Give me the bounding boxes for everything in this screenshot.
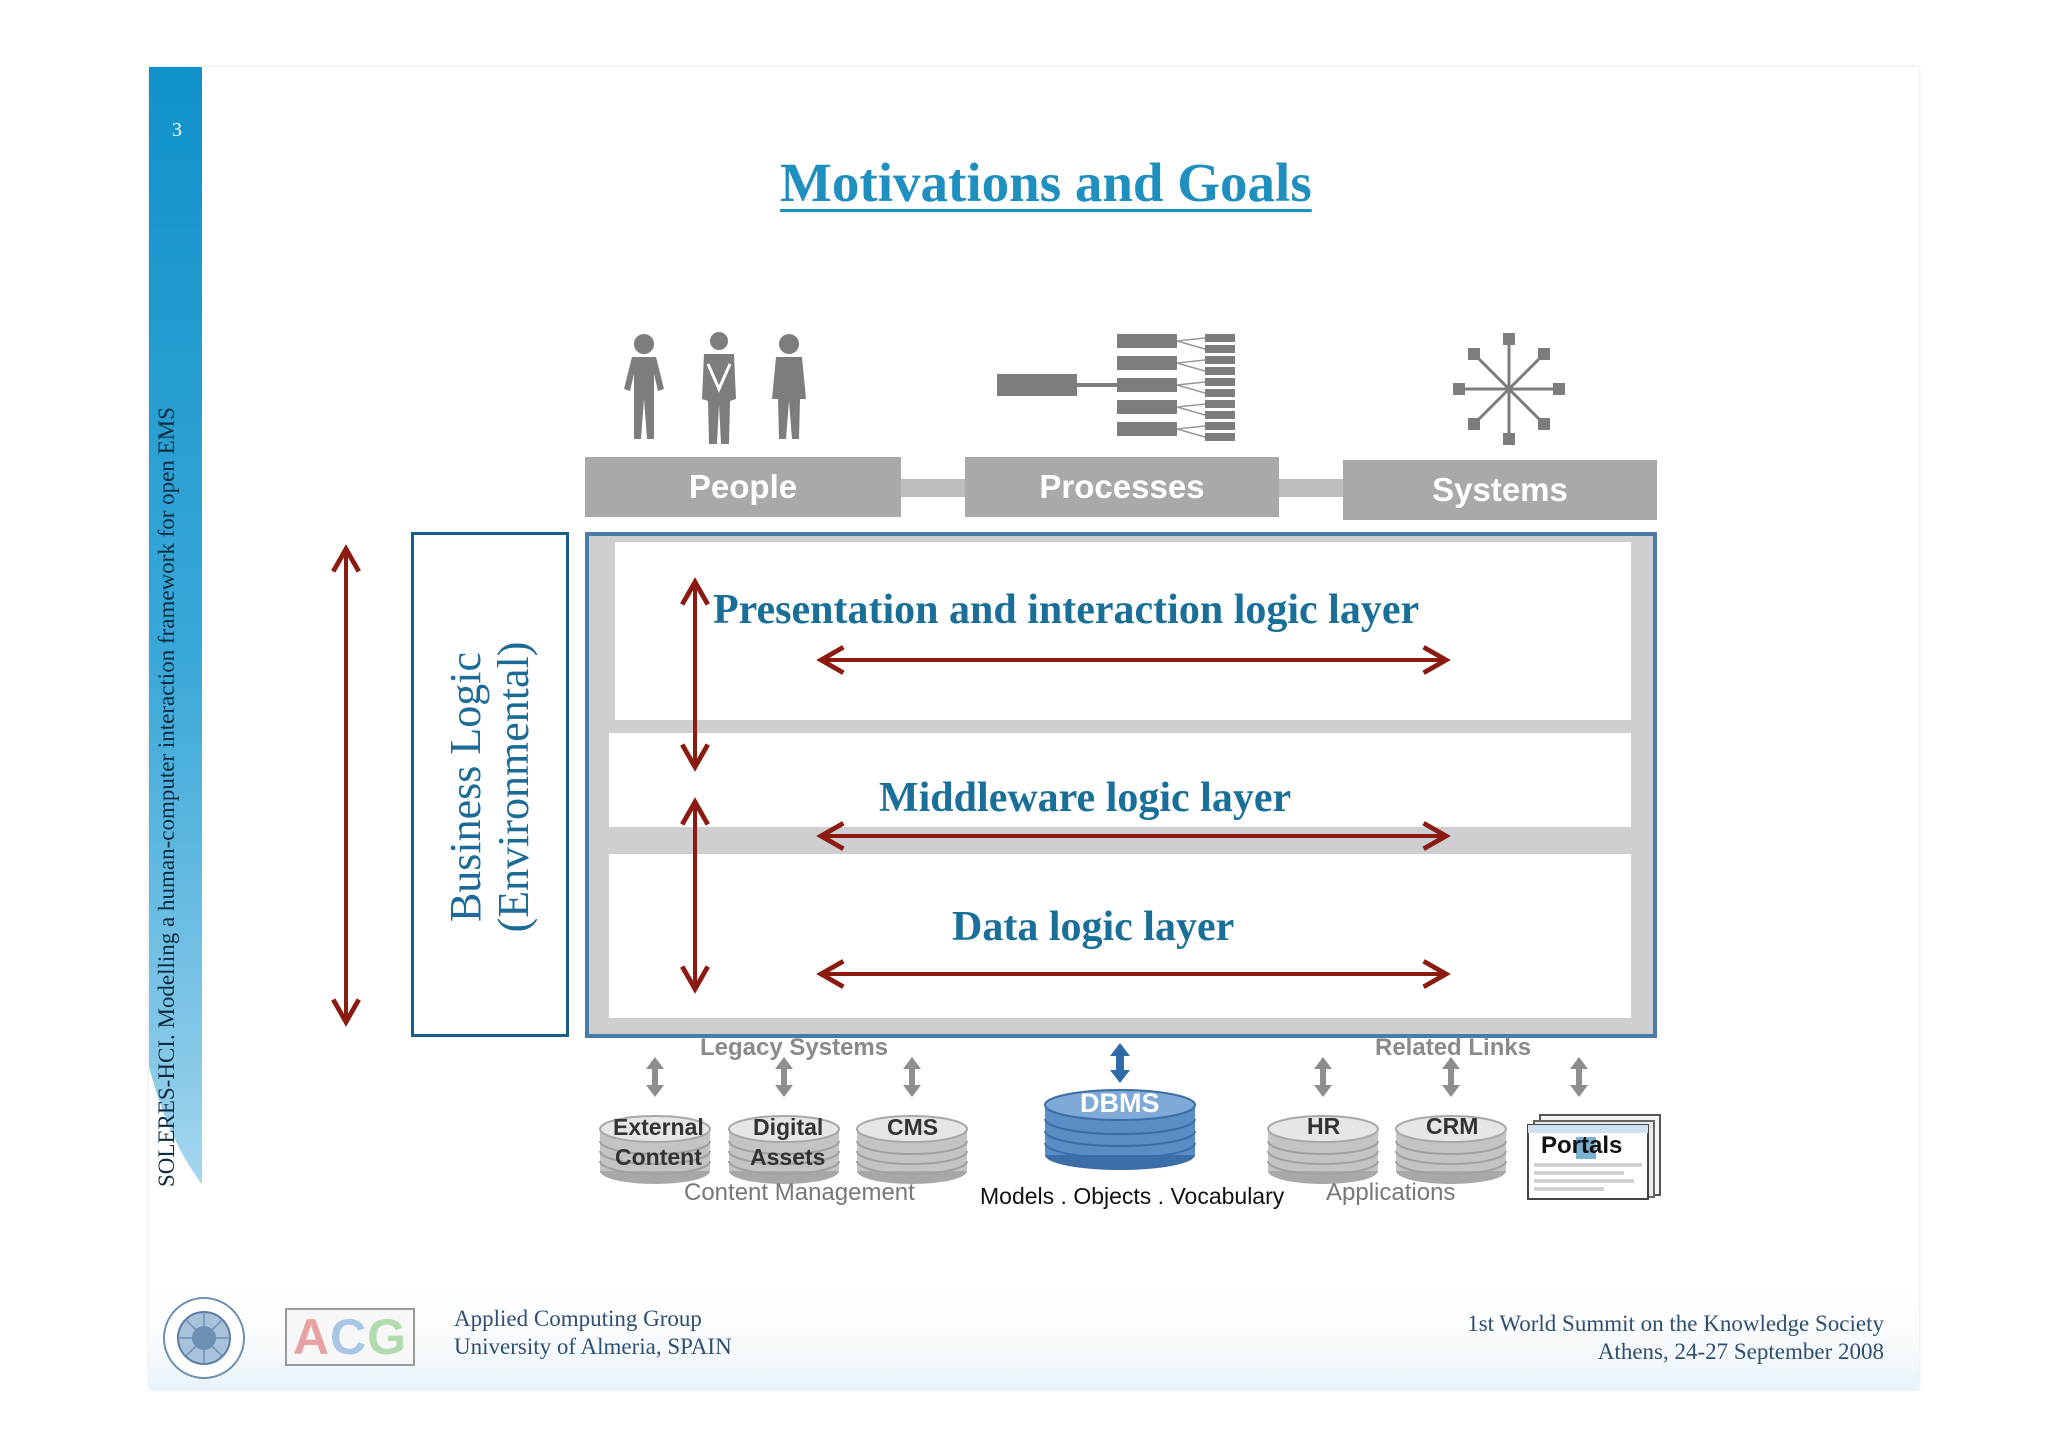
slide: 3 SOLERES-HCI. Modelling a human-compute… <box>149 67 1919 1390</box>
cms-label: CMS <box>887 1114 939 1140</box>
portals-label: Portals <box>1541 1132 1623 1159</box>
connection-arrows <box>646 1043 1588 1097</box>
digital-assets-label-1: Digital <box>753 1114 824 1140</box>
systems-bar: Systems <box>1343 460 1657 520</box>
systems-network-icon <box>1453 333 1565 445</box>
external-content-label-1: External <box>613 1114 704 1140</box>
dbms-label: DBMS <box>1080 1088 1160 1118</box>
portals-icon <box>1527 1114 1661 1200</box>
models-objects-vocabulary-label: Models . Objects . Vocabulary <box>980 1183 1285 1209</box>
slide-title: Motivations and Goals <box>780 152 1312 213</box>
red-arrows <box>331 544 1451 1027</box>
person-icon <box>779 334 799 354</box>
business-logic-box: Business Logic (Environmental) <box>411 532 569 1037</box>
data-layer-label: Data logic layer <box>952 904 1235 950</box>
legacy-systems-label: Legacy Systems <box>700 1034 889 1061</box>
people-bar: People <box>585 457 901 517</box>
content-management-label: Content Management <box>684 1179 915 1206</box>
university-seal-icon <box>163 1297 245 1379</box>
business-logic-line2: (Environmental) <box>489 642 538 933</box>
person-icon <box>634 334 654 354</box>
layers-container <box>585 532 1657 1038</box>
business-logic-text: Business Logic (Environmental) <box>441 642 538 933</box>
presentation-layer <box>615 542 1631 720</box>
bar-connector <box>1279 479 1343 497</box>
dbms-arrow <box>1110 1043 1130 1083</box>
data-layer <box>609 854 1631 1018</box>
group-name: Applied Computing Group <box>454 1306 702 1331</box>
applications-label: Applications <box>1326 1179 1456 1206</box>
related-links-label: Related Links <box>1375 1034 1532 1061</box>
person-icon <box>710 332 728 350</box>
middleware-layer <box>609 733 1631 827</box>
university-name: University of Almeria, SPAIN <box>454 1334 732 1359</box>
people-icons <box>624 332 806 444</box>
processes-bar: Processes <box>965 457 1279 517</box>
business-logic-line1: Business Logic <box>441 652 490 922</box>
bar-connector <box>901 479 965 497</box>
external-content-label-2: Content <box>615 1144 702 1170</box>
event-date: Athens, 24-27 September 2008 <box>1597 1339 1884 1364</box>
middleware-layer-label: Middleware logic layer <box>879 775 1292 821</box>
processes-icon <box>997 334 1235 441</box>
digital-assets-label-2: Assets <box>750 1144 826 1170</box>
presentation-layer-label: Presentation and interaction logic layer <box>713 587 1420 633</box>
crm-label: CRM <box>1426 1113 1479 1139</box>
hr-label: HR <box>1307 1113 1341 1139</box>
page-number: 3 <box>172 119 182 141</box>
event-name: 1st World Summit on the Knowledge Societ… <box>1467 1311 1884 1336</box>
